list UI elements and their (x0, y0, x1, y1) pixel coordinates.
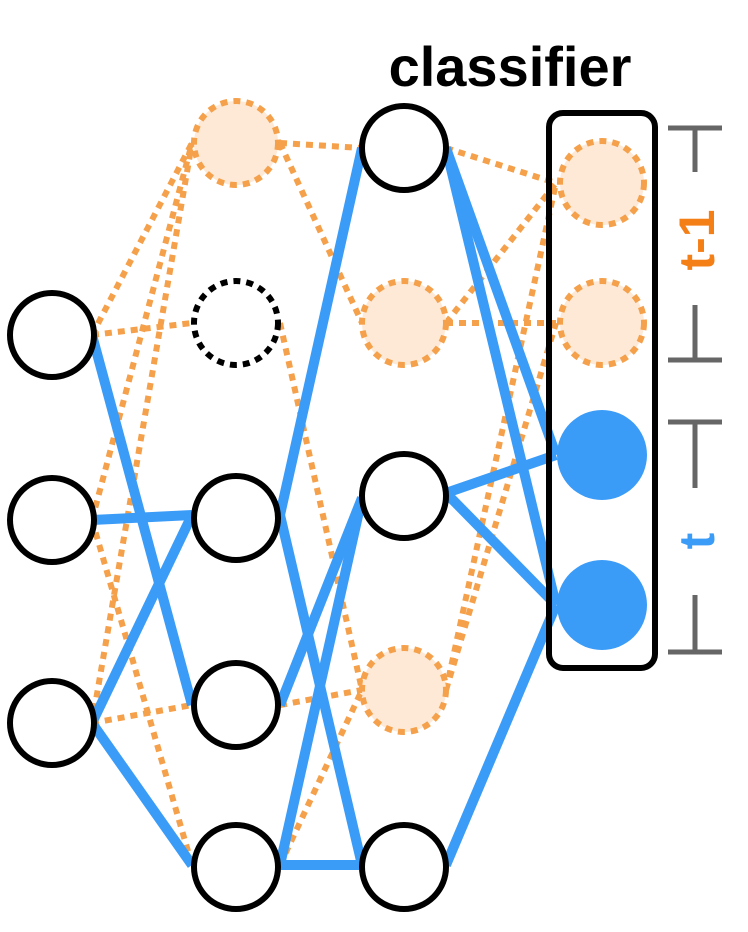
edge-active (87, 512, 197, 726)
curr-task-output-node (557, 560, 647, 650)
edge-active (87, 720, 197, 868)
hidden-node (191, 822, 281, 912)
prev-task-output-node (557, 138, 647, 228)
inactive-node (359, 278, 449, 368)
edge-inactive (443, 181, 559, 325)
curr-task-label: t (669, 532, 725, 549)
input-node (7, 290, 97, 380)
task-brackets (668, 125, 722, 655)
prev-task-label: t-1 (669, 209, 725, 270)
classifier-box (546, 110, 658, 671)
edge-active (91, 510, 193, 525)
hidden-node (359, 822, 449, 912)
classifier-layer (557, 138, 647, 650)
edge-active (442, 489, 560, 609)
edge-inactive (445, 145, 557, 186)
input-node (7, 678, 97, 768)
inactive-node (191, 98, 281, 188)
edge-inactive (277, 141, 365, 325)
pruned-node (191, 278, 281, 368)
edge-active (275, 496, 367, 707)
input-node (7, 475, 97, 565)
edge-inactive (89, 142, 195, 521)
edge-active (441, 146, 561, 457)
active-connections (87, 146, 561, 870)
inactive-node (359, 645, 449, 735)
hidden-node (191, 473, 281, 563)
edge-inactive (277, 688, 365, 867)
hidden-layer-1 (191, 98, 281, 912)
edge-inactive (91, 702, 193, 726)
edge-active (441, 146, 561, 607)
edge-active (275, 496, 367, 867)
edge-inactive (279, 140, 363, 151)
hidden-node (191, 660, 281, 750)
hidden-node (359, 103, 449, 193)
input-layer (7, 290, 97, 768)
edge-inactive (89, 519, 195, 866)
edge-active (275, 146, 367, 517)
edge-inactive (91, 320, 193, 338)
edge-inactive (89, 141, 195, 337)
edge-active (444, 450, 558, 498)
edge-inactive (277, 322, 365, 691)
curr-task-output-node (557, 410, 647, 500)
classifier-label: classifier (389, 35, 632, 98)
hidden-node (359, 451, 449, 541)
hidden-layer-2 (359, 103, 449, 912)
prev-task-output-node (557, 278, 647, 368)
edge-inactive (443, 182, 559, 691)
edge-active (441, 603, 561, 867)
